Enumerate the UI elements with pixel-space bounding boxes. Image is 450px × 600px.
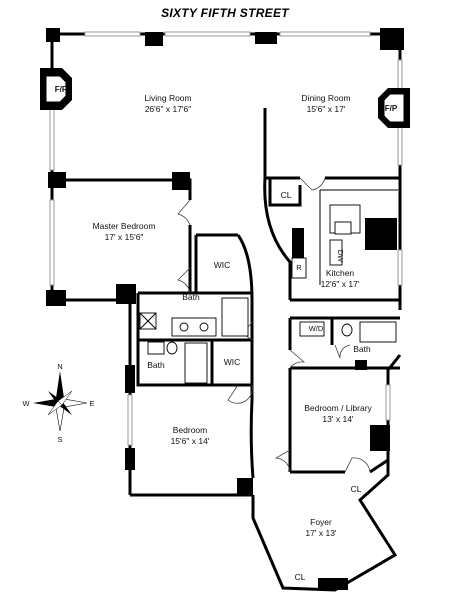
fireplace-left bbox=[40, 68, 72, 110]
bedroom-dims: 15'6" x 14' bbox=[171, 436, 210, 446]
room-kitchen: Kitchen 12'6" x 17' bbox=[321, 268, 360, 289]
living-room-dims: 26'6" x 17'6" bbox=[145, 104, 192, 114]
hall-bath-fixtures bbox=[299, 321, 397, 343]
room-living: Living Room 26'6" x 17'6" bbox=[144, 93, 191, 114]
living-room-name: Living Room bbox=[144, 93, 191, 103]
kitchen-fixtures bbox=[291, 189, 398, 285]
fireplace-left-label: F/P bbox=[55, 85, 68, 94]
foyer-closet-label: CL bbox=[295, 572, 306, 582]
room-library: Bedroom / Library 13' x 14' bbox=[304, 403, 372, 424]
dishwasher-label: DW bbox=[336, 250, 345, 263]
bedroom-name: Bedroom bbox=[173, 425, 208, 435]
fireplace-right bbox=[378, 88, 410, 128]
bedroom-bath-fixtures bbox=[147, 341, 208, 384]
library-name: Bedroom / Library bbox=[304, 403, 372, 413]
windows bbox=[49, 31, 403, 446]
foyer-dims: 17' x 13' bbox=[305, 528, 337, 538]
master-bath-fixtures bbox=[139, 297, 249, 337]
library-closet-label: CL bbox=[351, 484, 362, 494]
compass-e: E bbox=[89, 399, 94, 408]
library-dims: 13' x 14' bbox=[322, 414, 354, 424]
structural-piers bbox=[46, 28, 404, 590]
room-master-bedroom: Master Bedroom 17' x 15'6" bbox=[93, 221, 156, 242]
master-bath-label: Bath bbox=[182, 292, 200, 302]
bedroom-bath-label: Bath bbox=[147, 360, 165, 370]
room-foyer: Foyer 17' x 13' bbox=[305, 517, 337, 538]
room-bedroom: Bedroom 15'6" x 14' bbox=[171, 425, 210, 446]
dining-room-name: Dining Room bbox=[301, 93, 350, 103]
compass-n: N bbox=[57, 362, 62, 371]
foyer-name: Foyer bbox=[310, 517, 332, 527]
bedroom-wic-label: WIC bbox=[224, 357, 241, 367]
master-wic-label: WIC bbox=[214, 260, 231, 270]
refrigerator-label: R bbox=[296, 263, 302, 272]
hall-bath-label: Bath bbox=[353, 344, 371, 354]
master-bedroom-name: Master Bedroom bbox=[93, 221, 156, 231]
fireplace-right-label: F/P bbox=[385, 104, 398, 113]
kitchen-name: Kitchen bbox=[326, 268, 355, 278]
small-labels: F/P F/P CL CL CL WIC WIC Bath Bath Bath … bbox=[55, 85, 398, 582]
kitchen-dims: 12'6" x 17' bbox=[321, 279, 360, 289]
street-label: SIXTY FIFTH STREET bbox=[161, 6, 289, 20]
washer-dryer-label: W/D bbox=[309, 324, 324, 333]
interior-walls bbox=[52, 108, 400, 479]
compass-rose: N S E W bbox=[22, 362, 94, 444]
master-bedroom-dims: 17' x 15'6" bbox=[105, 232, 144, 242]
compass-s: S bbox=[57, 435, 62, 444]
dining-room-dims: 15'6" x 17' bbox=[307, 104, 346, 114]
compass-w: W bbox=[22, 399, 30, 408]
kitchen-closet-label: CL bbox=[281, 190, 292, 200]
room-dining: Dining Room 15'6" x 17' bbox=[301, 93, 350, 114]
